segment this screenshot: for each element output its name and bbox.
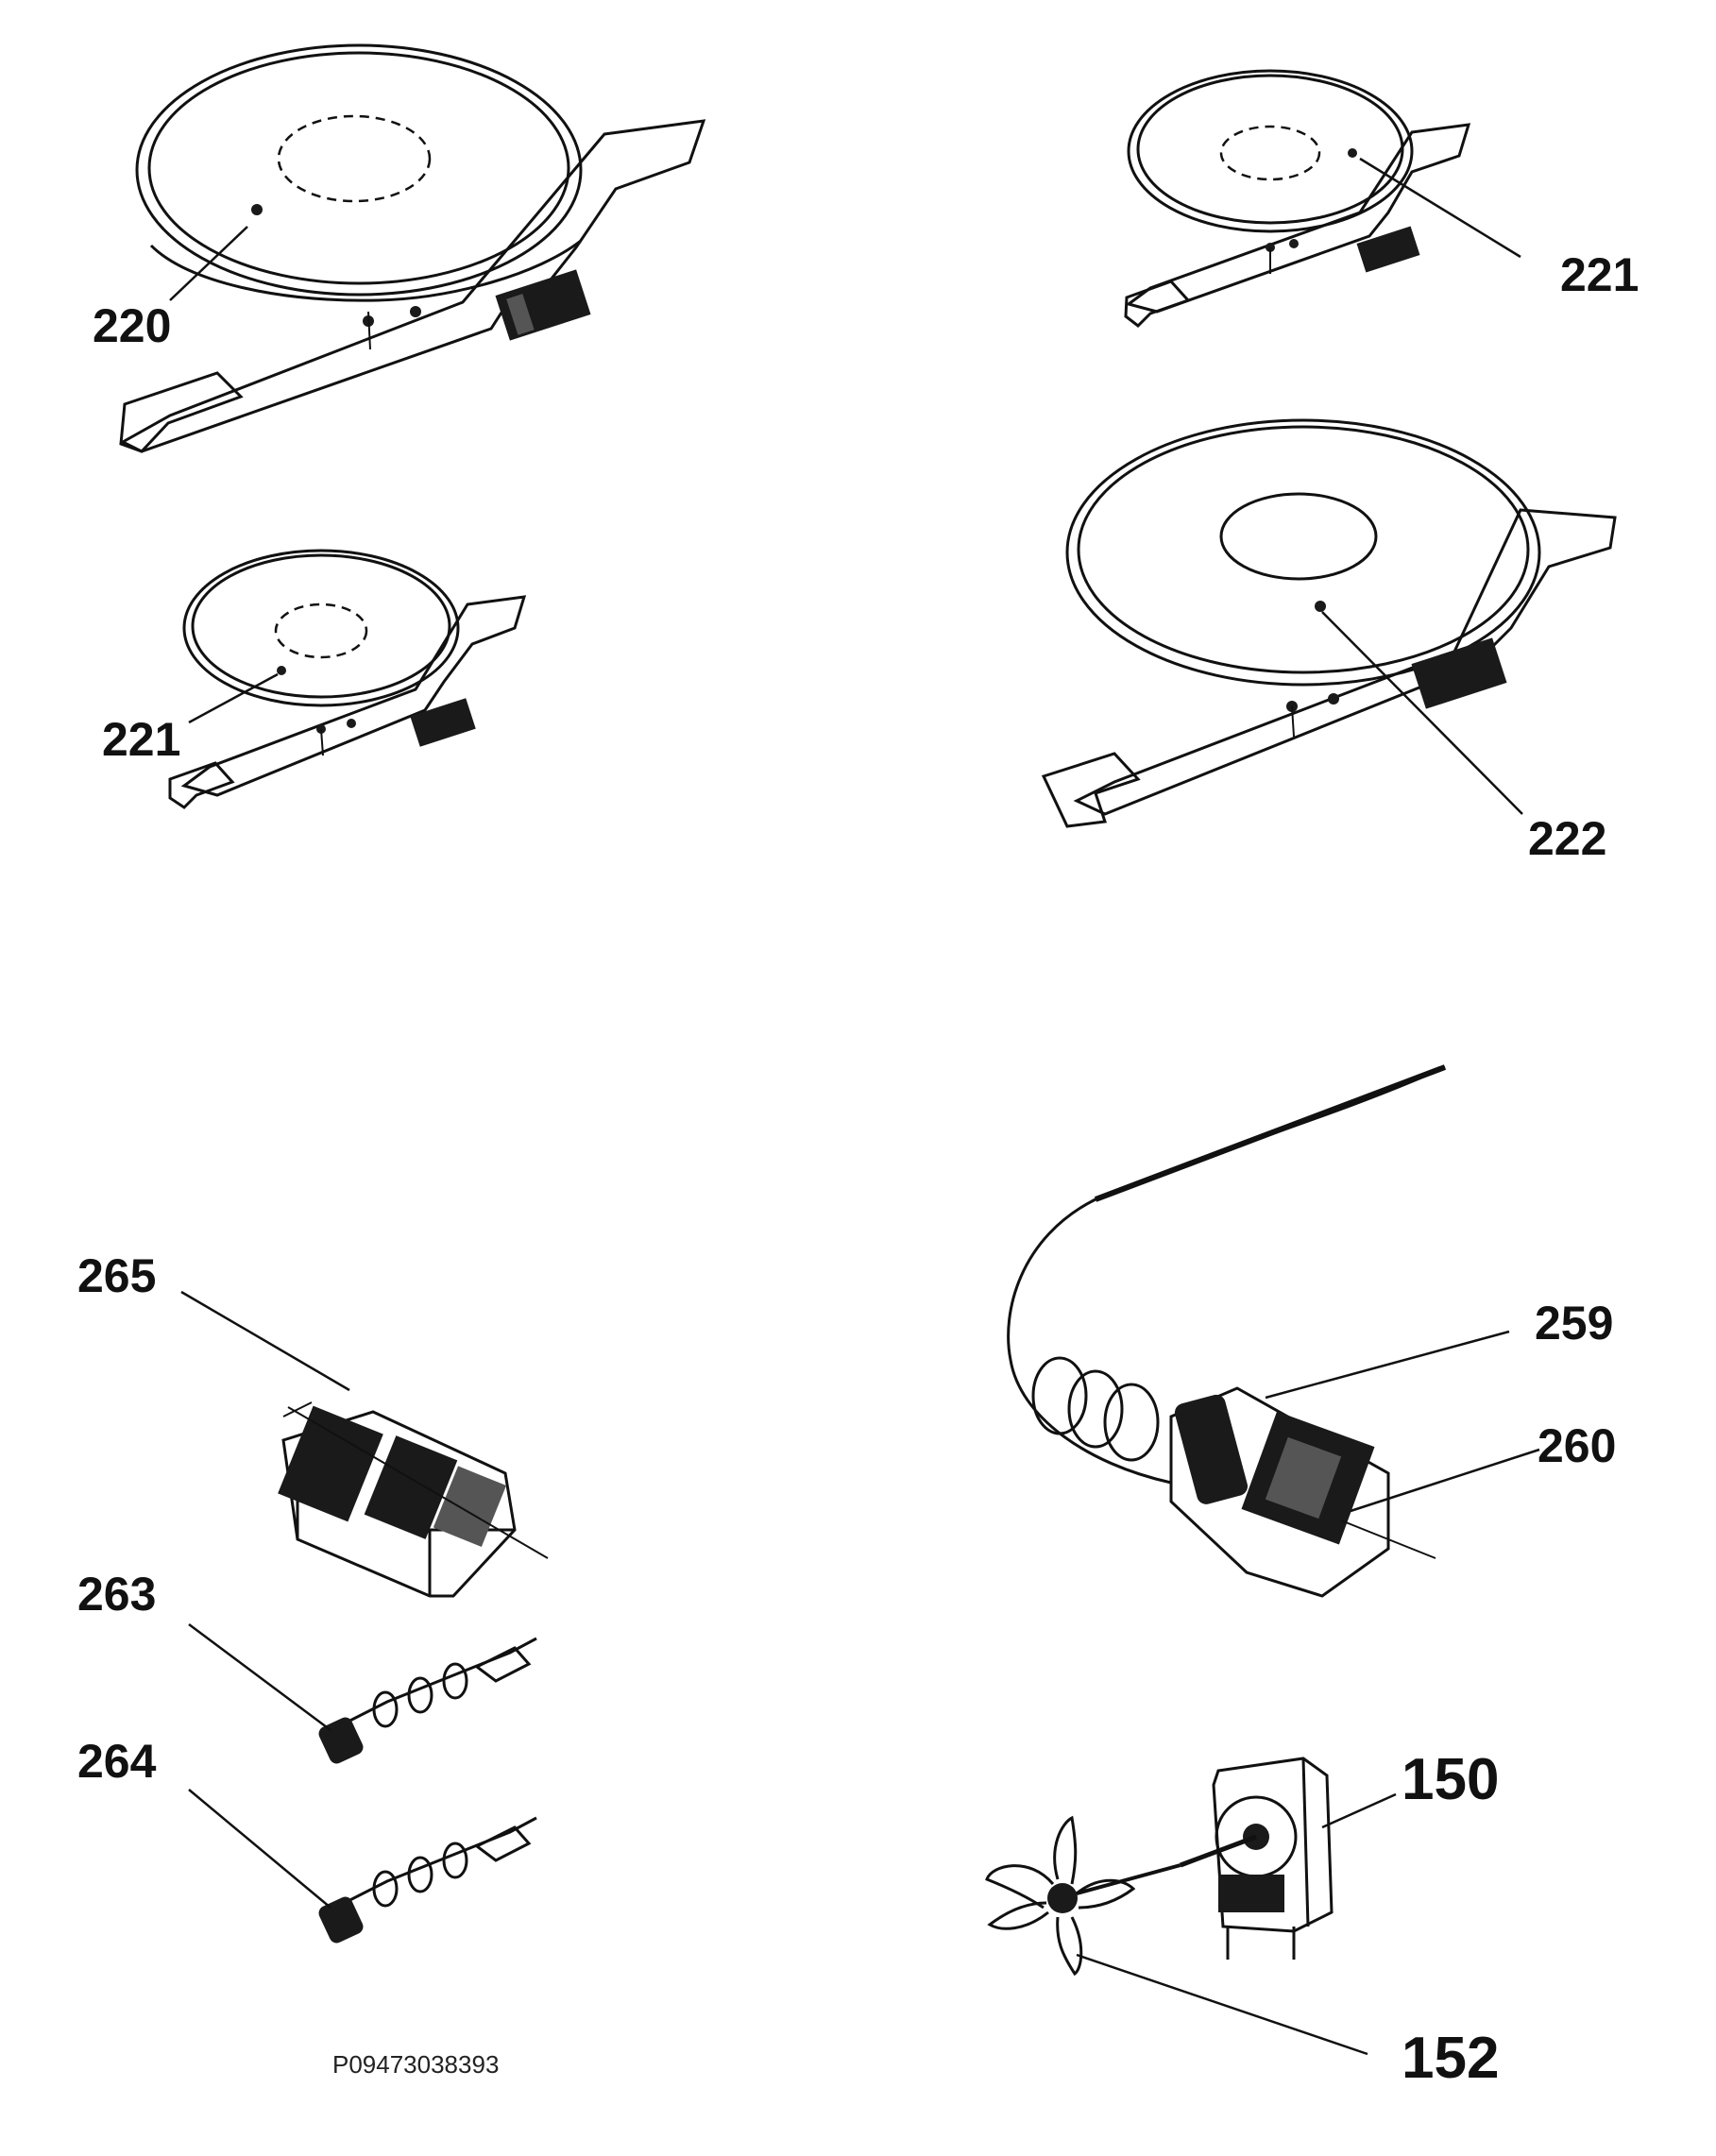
label-221-left: 221 [102, 672, 279, 766]
label-260-text: 260 [1538, 1419, 1616, 1472]
label-221-top: 221 [1359, 157, 1639, 301]
lamp-264 [318, 1816, 537, 1944]
switch-265 [278, 1401, 549, 1598]
hotplate-221-top [1124, 69, 1471, 328]
label-150-text: 150 [1402, 1747, 1499, 1812]
label-264: 264 [77, 1735, 331, 1909]
label-220: 220 [93, 226, 248, 352]
label-260: 260 [1350, 1419, 1616, 1513]
fan-blade-152 [985, 1815, 1181, 1977]
label-263: 263 [77, 1568, 331, 1732]
thermostat-259-260 [1007, 1064, 1447, 1598]
reference-code: P09473038393 [332, 2050, 499, 2079]
label-265: 265 [77, 1249, 350, 1392]
label-221-left-text: 221 [102, 713, 180, 766]
hotplate-222 [1041, 418, 1617, 828]
label-222: 222 [1321, 611, 1606, 865]
fan-motor-150 [1180, 1757, 1334, 1960]
label-221-top-text: 221 [1560, 248, 1639, 301]
hotplate-220 [119, 43, 706, 453]
label-265-text: 265 [77, 1249, 156, 1302]
label-152: 152 [1076, 1953, 1499, 2091]
label-264-text: 264 [77, 1735, 157, 1788]
label-259: 259 [1265, 1297, 1613, 1400]
label-150: 150 [1321, 1747, 1499, 1829]
hotplate-221-left [168, 549, 527, 809]
label-263-text: 263 [77, 1568, 156, 1621]
label-152-text: 152 [1402, 2026, 1499, 2091]
lamp-263 [318, 1637, 537, 1764]
label-220-text: 220 [93, 299, 171, 352]
label-222-text: 222 [1528, 812, 1606, 865]
label-259-text: 259 [1535, 1297, 1613, 1350]
